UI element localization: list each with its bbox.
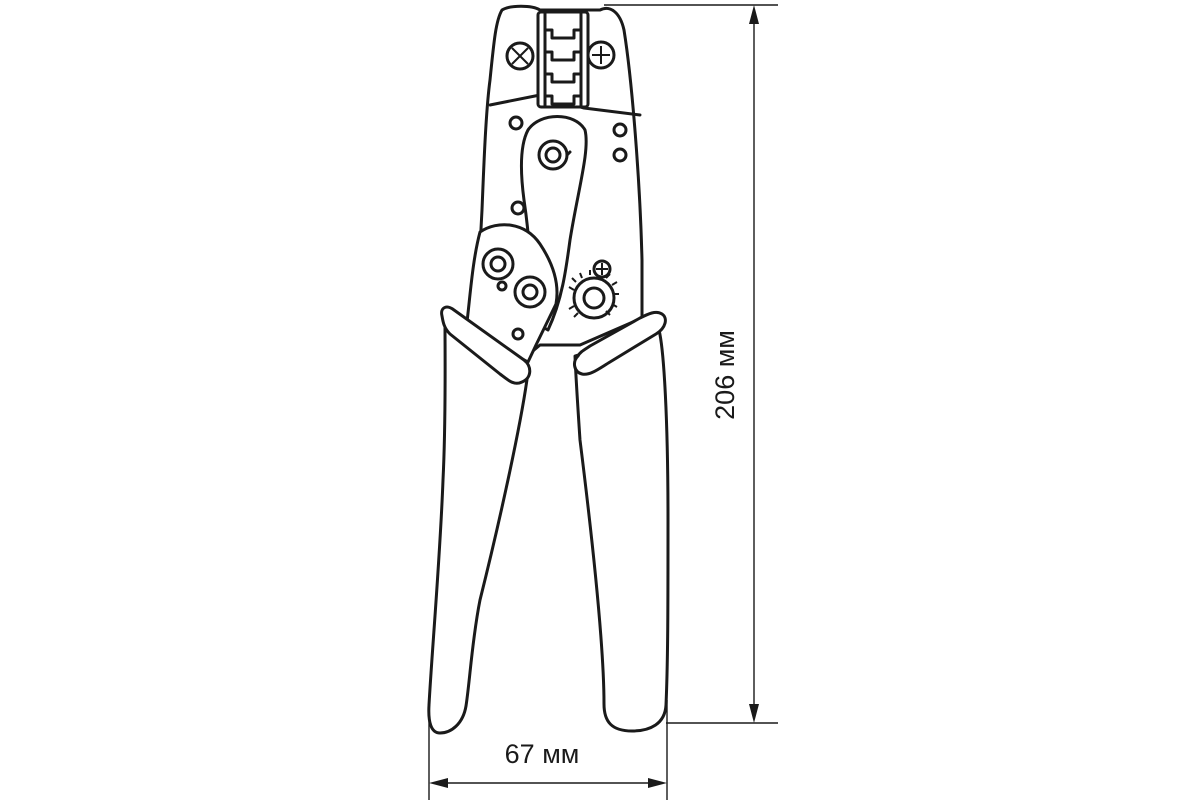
left-handle [427,320,530,735]
screw-icon [592,259,612,279]
width-label: 67 мм [505,739,580,769]
arrow-right-icon [648,778,667,788]
rivet-hole [510,200,526,216]
arrow-left-icon [429,778,448,788]
rivet-hole [508,115,524,131]
rivet-hole [612,122,628,138]
pivot-icon [537,139,572,171]
pivot-icon [481,247,515,281]
right-grip-ring [573,310,667,376]
right-handle [573,328,670,733]
rivet-hole [511,327,525,341]
pivot-icon [513,275,547,309]
adjustment-wheel-icon [568,269,619,320]
rivet-hole [496,280,508,292]
crimp-die [536,10,590,109]
crimping-pliers-icon [427,4,670,735]
width-dimension: 67 мм [428,700,668,800]
rivet-hole [612,147,628,163]
left-grip-ring [440,305,532,385]
height-label: 206 мм [710,330,740,420]
arrow-up-icon [749,5,759,24]
arrow-down-icon [749,704,759,723]
height-dimension: 206 мм [604,4,778,724]
screw-icon [505,41,535,71]
screw-icon [586,40,616,70]
